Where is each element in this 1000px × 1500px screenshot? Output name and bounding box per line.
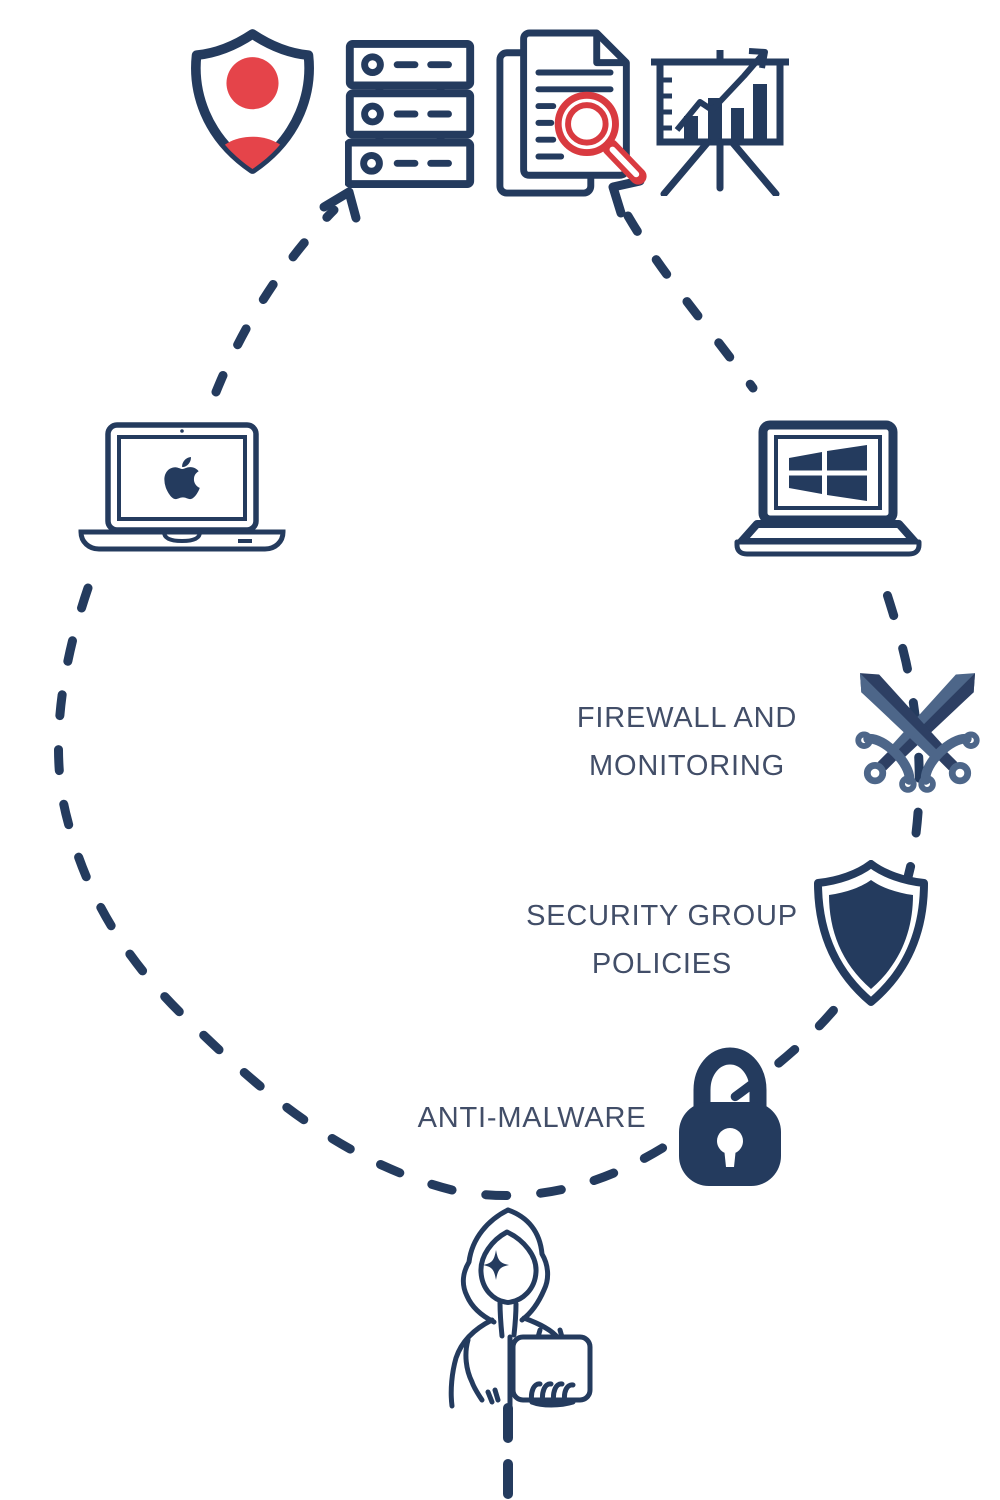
user-shield-icon (185, 28, 320, 175)
windows-laptop-icon (733, 420, 923, 558)
security-group-label: SECURITY GROUP POLICIES (512, 892, 812, 988)
anti-malware-label: ANTI-MALWARE (382, 1094, 682, 1142)
server-stack-icon (345, 40, 475, 188)
dashed-connector-left-top (211, 205, 339, 397)
mac-laptop-icon (78, 422, 286, 558)
firewall-label-line2: MONITORING (589, 750, 785, 782)
chart-presentation-icon (650, 38, 790, 196)
security-group-label-line1: SECURITY GROUP (526, 900, 798, 932)
magnifier-glass (554, 91, 647, 185)
hacker-icon (436, 1204, 598, 1410)
security-shield-icon (812, 860, 930, 1008)
document-search-icon (492, 28, 655, 200)
windows-logo-icon (789, 445, 867, 501)
arrow-up-right-icon (319, 187, 361, 223)
firewall-label: FIREWALL AND MONITORING (537, 694, 837, 790)
anti-malware-label-text: ANTI-MALWARE (417, 1102, 647, 1134)
padlock-icon (678, 1044, 782, 1186)
crossed-swords-icon (840, 655, 995, 815)
dashed-connector-right-top (623, 211, 758, 393)
security-group-label-line2: POLICIES (591, 948, 733, 980)
apple-logo-icon (164, 457, 200, 500)
firewall-label-line1: FIREWALL AND (576, 702, 798, 734)
